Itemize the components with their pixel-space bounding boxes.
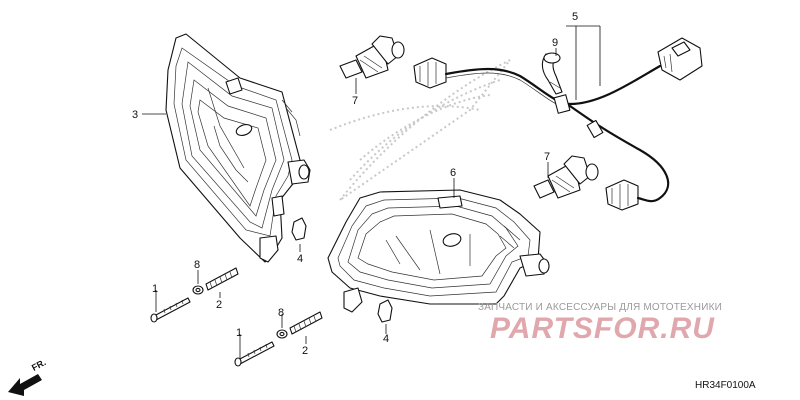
callout-8-upper: 8 (194, 259, 200, 271)
callout-6: 6 (450, 167, 456, 179)
spring-lower[interactable] (289, 311, 323, 335)
callout-4-lower: 4 (383, 333, 389, 345)
bulb-lower[interactable] (533, 155, 599, 199)
grommet-lower[interactable] (377, 299, 393, 323)
callout-1-lower: 1 (236, 327, 242, 339)
bolt-lower[interactable] (234, 341, 275, 367)
headlight-assembly-right[interactable] (327, 189, 550, 313)
cable-tie[interactable] (541, 52, 563, 95)
callout-2-lower: 2 (302, 345, 308, 357)
callout-7-upper: 7 (352, 95, 358, 107)
callout-8-lower: 8 (278, 307, 284, 319)
bolt-upper[interactable] (150, 297, 191, 323)
callout-4-upper: 4 (297, 253, 303, 265)
callout-7-lower: 7 (544, 151, 550, 163)
front-arrow-icon (8, 374, 42, 396)
washer-lower[interactable] (276, 329, 288, 339)
callouts: 3 4 1 8 2 1 8 2 4 6 7 7 5 9 (132, 11, 578, 357)
watermark-logo: PARTSFOR.RU (490, 312, 715, 345)
diagram-code: HR34F0100A (695, 380, 756, 391)
headlight-assembly-left[interactable] (165, 33, 311, 263)
callout-2-upper: 2 (216, 299, 222, 311)
watermark-caption: ЗАПЧАСТИ И АКСЕССУАРЫ ДЛЯ МОТОТЕХНИКИ (478, 302, 723, 313)
callout-5: 5 (572, 11, 578, 23)
washer-upper[interactable] (192, 285, 204, 295)
spring-upper[interactable] (205, 267, 239, 291)
callout-3: 3 (132, 109, 138, 121)
wing-logo-watermark (329, 59, 511, 201)
bulb-upper[interactable] (339, 35, 405, 79)
callout-9: 9 (552, 37, 558, 49)
headlight-wire-harness[interactable] (413, 37, 703, 211)
callout-1-upper: 1 (152, 283, 158, 295)
leader-lines (142, 25, 601, 358)
grommet-upper[interactable] (291, 217, 307, 241)
